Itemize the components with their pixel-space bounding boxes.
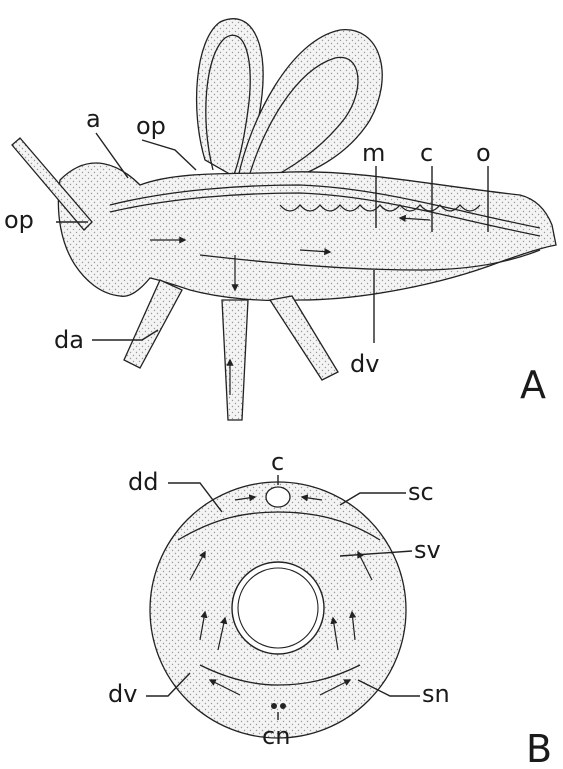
- panel-a-drawing: [12, 19, 556, 420]
- label-op-left: op: [4, 206, 34, 234]
- nerve-cord-right: [280, 703, 286, 709]
- heart: [266, 487, 290, 507]
- label-dd: dd: [128, 468, 158, 496]
- label-c-b: c: [271, 448, 284, 476]
- label-m: m: [362, 139, 385, 167]
- leg-hind: [270, 296, 338, 380]
- label-op-top: op: [136, 112, 166, 140]
- label-dv-b: dv: [108, 680, 137, 708]
- body: [58, 163, 556, 300]
- label-sn: sn: [422, 680, 450, 708]
- panel-b-letter: B: [526, 727, 552, 769]
- label-a: a: [86, 105, 101, 133]
- label-sv: sv: [414, 536, 441, 564]
- leg-middle: [222, 300, 248, 420]
- label-c-top: c: [420, 139, 433, 167]
- label-da: da: [54, 326, 84, 354]
- nerve-cord-left: [271, 703, 277, 709]
- label-o: o: [476, 139, 491, 167]
- label-dv-a: dv: [350, 350, 379, 378]
- panel-a-letter: A: [520, 363, 546, 407]
- gut-inner: [238, 568, 318, 648]
- panel-b-drawing: [150, 482, 406, 738]
- label-cn: cn: [262, 722, 290, 750]
- label-sc: sc: [408, 478, 434, 506]
